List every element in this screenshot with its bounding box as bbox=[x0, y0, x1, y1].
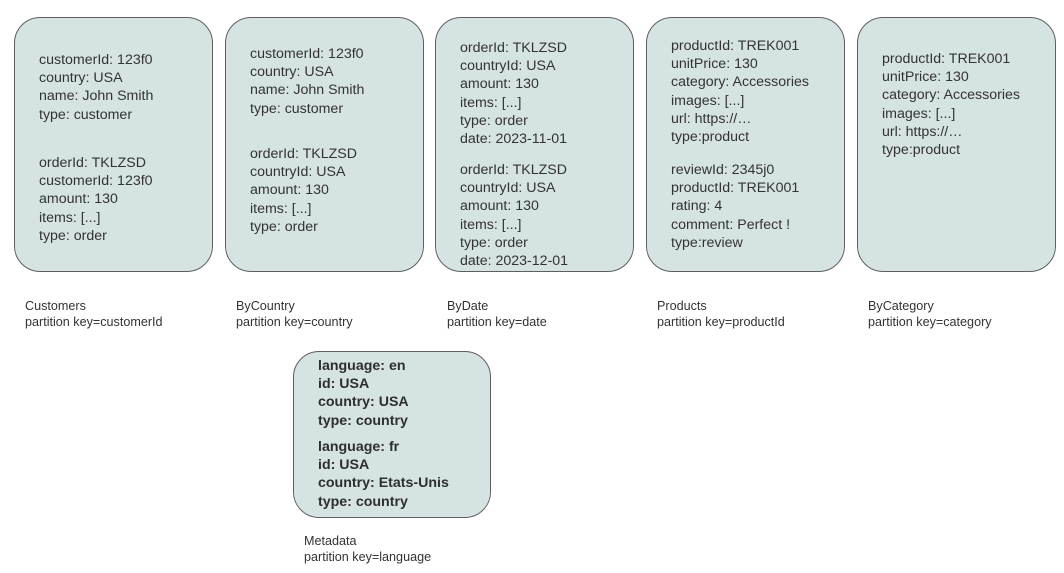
field: type: order bbox=[250, 218, 318, 235]
container-label-metadata: Metadata partition key=language bbox=[304, 533, 431, 565]
field: productId: TREK001 bbox=[671, 38, 800, 54]
field: country: USA bbox=[318, 394, 409, 411]
field: url: https://… bbox=[882, 123, 963, 140]
document-product: productId: TREK001 unitPrice: 130 catego… bbox=[671, 37, 809, 146]
field: url: https://… bbox=[671, 110, 752, 127]
field: category: Accessories bbox=[882, 87, 1020, 104]
field: productId: TREK001 bbox=[671, 180, 800, 197]
field: unitPrice: 130 bbox=[882, 69, 969, 86]
container-name: ByCategory bbox=[868, 299, 934, 313]
field: productId: TREK001 bbox=[882, 51, 1011, 67]
document-order: orderId: TKLZSD countryId: USA amount: 1… bbox=[460, 39, 567, 148]
partition-key: partition key=customerId bbox=[25, 315, 163, 329]
field: category: Accessories bbox=[671, 74, 809, 91]
field: id: USA bbox=[318, 457, 370, 474]
field: amount: 130 bbox=[460, 76, 539, 93]
container-name: Customers bbox=[25, 299, 86, 313]
container-name: ByDate bbox=[447, 299, 489, 313]
partition-key: partition key=date bbox=[447, 315, 547, 329]
field: customerId: 123f0 bbox=[39, 173, 153, 190]
document-customer: customerId: 123f0 country: USA name: Joh… bbox=[39, 51, 153, 124]
field: type: customer bbox=[39, 106, 133, 123]
field: amount: 130 bbox=[460, 198, 539, 215]
document-order: orderId: TKLZSD countryId: USA amount: 1… bbox=[250, 145, 357, 236]
field: type: country bbox=[318, 412, 408, 429]
field: items: [...] bbox=[460, 216, 522, 233]
container-bydate: orderId: TKLZSD countryId: USA amount: 1… bbox=[435, 17, 634, 272]
field: orderId: TKLZSD bbox=[39, 155, 146, 171]
field: items: [...] bbox=[460, 94, 522, 111]
container-bycategory: productId: TREK001 unitPrice: 130 catego… bbox=[857, 17, 1056, 272]
field: countryId: USA bbox=[250, 164, 346, 181]
partition-key: partition key=country bbox=[236, 315, 353, 329]
document-order: orderId: TKLZSD customerId: 123f0 amount… bbox=[39, 154, 153, 245]
field: items: [...] bbox=[250, 200, 312, 217]
field: rating: 4 bbox=[671, 198, 723, 215]
document-product: productId: TREK001 unitPrice: 130 catego… bbox=[882, 50, 1020, 159]
field: reviewId: 2345j0 bbox=[671, 162, 775, 178]
field: type: order bbox=[460, 234, 528, 251]
container-name: ByCountry bbox=[236, 299, 295, 313]
field: country: USA bbox=[39, 70, 123, 87]
field: orderId: TKLZSD bbox=[250, 146, 357, 162]
field: name: John Smith bbox=[250, 82, 365, 99]
field: images: [...] bbox=[882, 105, 956, 122]
container-name: Products bbox=[657, 299, 707, 313]
partition-key: partition key=category bbox=[868, 315, 992, 329]
container-label-bydate: ByDate partition key=date bbox=[447, 298, 547, 330]
field: country: USA bbox=[250, 64, 334, 81]
field: orderId: TKLZSD bbox=[460, 162, 567, 178]
field: items: [...] bbox=[39, 209, 101, 226]
document-country-fr: language: fr id: USA country: Etats-Unis… bbox=[318, 438, 449, 511]
container-label-bycategory: ByCategory partition key=category bbox=[868, 298, 992, 330]
field: amount: 130 bbox=[250, 182, 329, 199]
field: type: order bbox=[39, 227, 107, 244]
field: id: USA bbox=[318, 376, 370, 393]
field: type: country bbox=[318, 493, 408, 510]
field: countryId: USA bbox=[460, 180, 556, 197]
field: countryId: USA bbox=[460, 58, 556, 75]
container-bycountry: customerId: 123f0 country: USA name: Joh… bbox=[225, 17, 424, 272]
document-customer: customerId: 123f0 country: USA name: Joh… bbox=[250, 45, 364, 118]
field: type:review bbox=[671, 234, 743, 251]
field: language: fr bbox=[318, 439, 400, 455]
field: date: 2023-12-01 bbox=[460, 253, 569, 270]
field: country: Etats-Unis bbox=[318, 475, 449, 492]
field: comment: Perfect ! bbox=[671, 216, 791, 233]
document-review: reviewId: 2345j0 productId: TREK001 rati… bbox=[671, 161, 799, 252]
field: unitPrice: 130 bbox=[671, 56, 758, 73]
field: name: John Smith bbox=[39, 88, 154, 105]
field: amount: 130 bbox=[39, 191, 118, 208]
field: type:product bbox=[671, 129, 750, 146]
field: type: order bbox=[460, 112, 528, 129]
container-label-bycountry: ByCountry partition key=country bbox=[236, 298, 353, 330]
field: date: 2023-11-01 bbox=[460, 131, 568, 148]
field: type: customer bbox=[250, 100, 344, 117]
field: customerId: 123f0 bbox=[39, 52, 153, 68]
container-label-customers: Customers partition key=customerId bbox=[25, 298, 163, 330]
container-customers: customerId: 123f0 country: USA name: Joh… bbox=[14, 17, 213, 272]
document-country-en: language: en id: USA country: USA type: … bbox=[318, 357, 409, 430]
field: language: en bbox=[318, 358, 406, 374]
field: type:product bbox=[882, 142, 961, 159]
container-label-products: Products partition key=productId bbox=[657, 298, 785, 330]
field: images: [...] bbox=[671, 92, 745, 109]
partition-key: partition key=productId bbox=[657, 315, 785, 329]
field: orderId: TKLZSD bbox=[460, 40, 567, 56]
container-products: productId: TREK001 unitPrice: 130 catego… bbox=[646, 17, 845, 272]
container-name: Metadata bbox=[304, 534, 357, 548]
partition-key: partition key=language bbox=[304, 550, 432, 564]
document-order: orderId: TKLZSD countryId: USA amount: 1… bbox=[460, 161, 568, 270]
field: customerId: 123f0 bbox=[250, 46, 364, 62]
container-metadata: language: en id: USA country: USA type: … bbox=[293, 351, 491, 518]
